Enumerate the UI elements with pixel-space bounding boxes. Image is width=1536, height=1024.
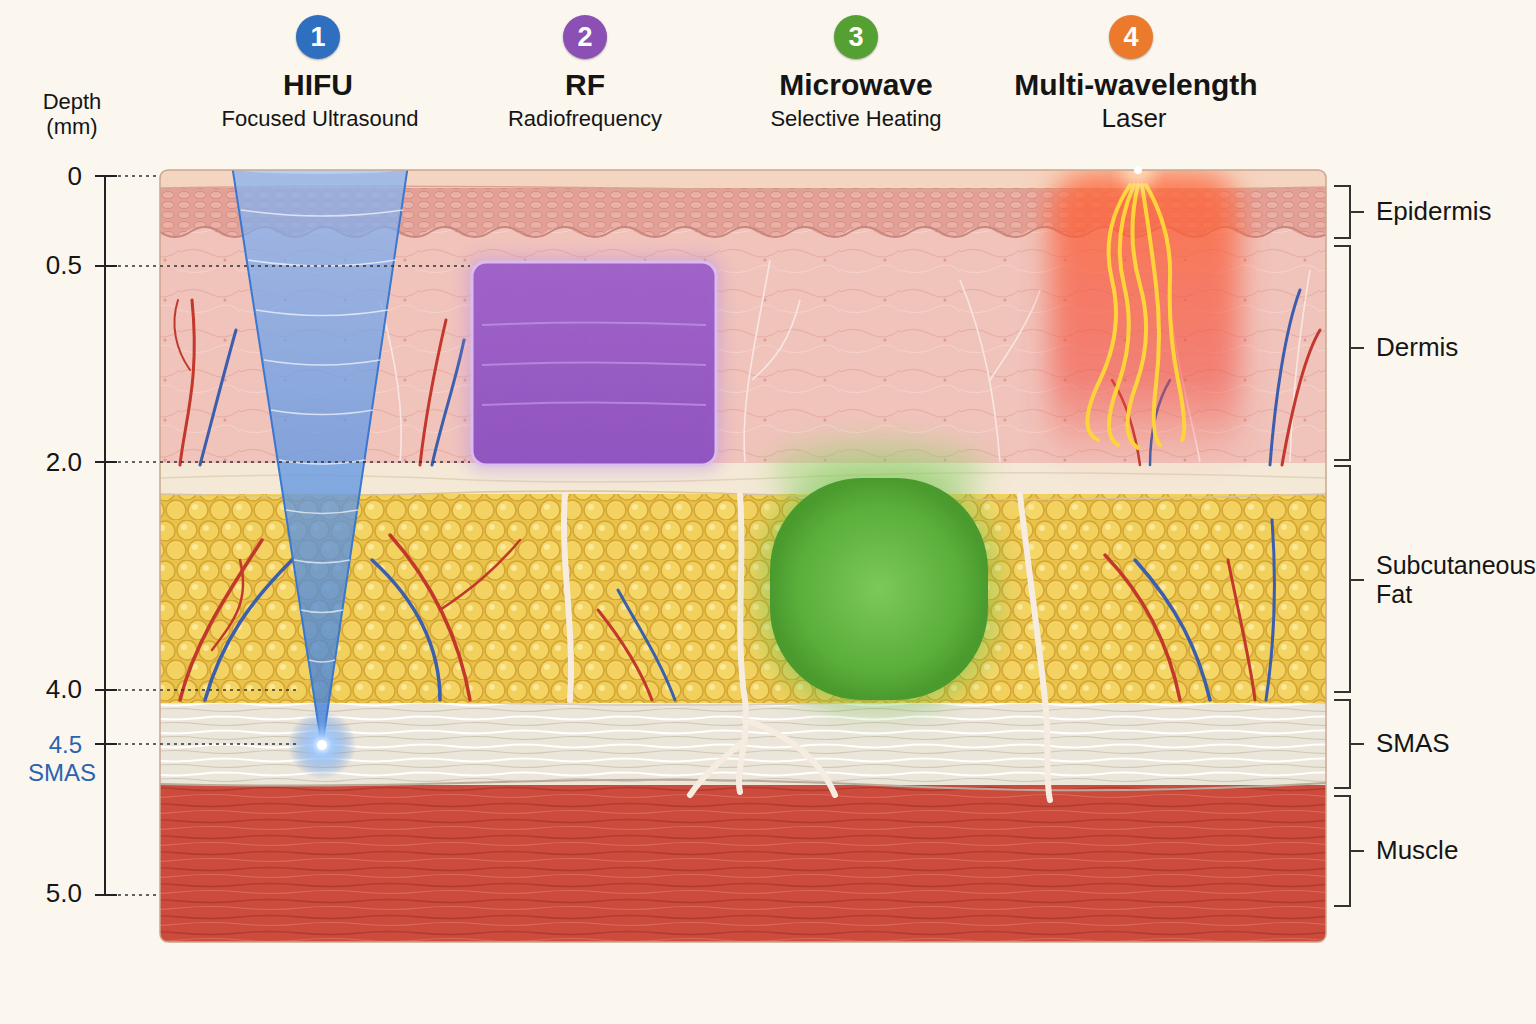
method-subtitle: Focused Ultrasound: [222, 106, 419, 131]
depth-tick: 4.5: [49, 731, 82, 759]
method-subtitle: Radiofrequency: [508, 106, 662, 131]
axis-title: Depth (mm): [36, 89, 108, 140]
layer-name: Dermis: [1376, 333, 1458, 363]
depth-tick: 0: [68, 162, 82, 192]
layer-name: Epidermis: [1376, 197, 1492, 227]
method-subtitle: Selective Heating: [770, 106, 941, 131]
depth-tick: 4.0: [46, 675, 82, 705]
layer-name: SMAS: [1376, 729, 1450, 759]
callout-badge: 1: [296, 15, 340, 59]
layer-name: Muscle: [1376, 836, 1458, 866]
method-title: HIFU: [283, 68, 353, 103]
callout-number: 4: [1123, 24, 1138, 51]
depth-tick: 0.5: [46, 251, 82, 281]
callout-number: 3: [848, 24, 863, 51]
callout-badge: 4: [1109, 15, 1153, 59]
method-title: Multi-wavelength: [1014, 68, 1257, 103]
callout-number: 1: [310, 24, 325, 51]
layer-name: Subcutaneous Fat: [1376, 551, 1528, 609]
depth-tick: 2.0: [46, 448, 82, 478]
method-subtitle: Laser: [1101, 104, 1166, 134]
method-title: RF: [565, 68, 605, 103]
depth-marker: SMAS: [28, 759, 96, 787]
depth-tick: 5.0: [46, 879, 82, 909]
method-title: Microwave: [779, 68, 932, 103]
callout-badge: 2: [563, 15, 607, 59]
callout-badge: 3: [834, 15, 878, 59]
callout-number: 2: [577, 24, 592, 51]
